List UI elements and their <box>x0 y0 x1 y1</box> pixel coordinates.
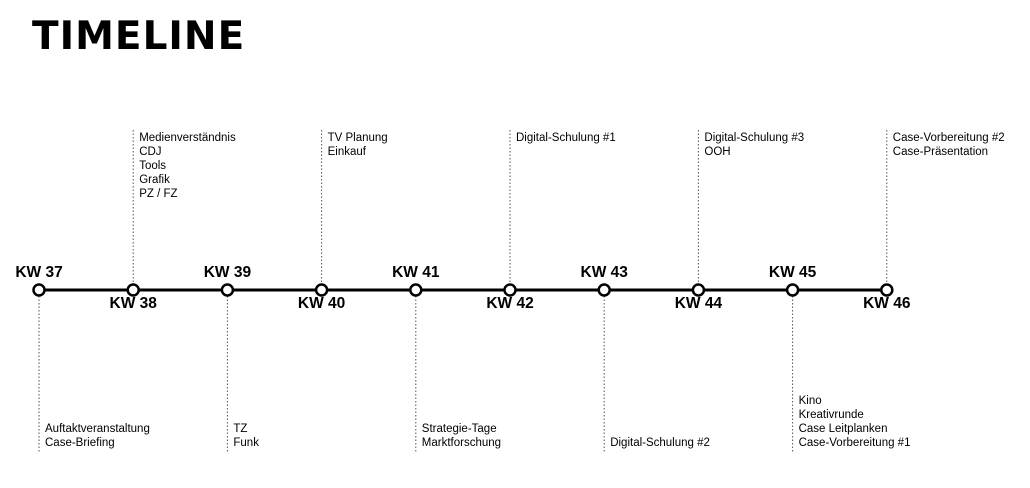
week-label: KW 45 <box>768 264 817 281</box>
note-item: PZ / FZ <box>139 188 178 200</box>
milestone-marker <box>597 283 611 297</box>
milestone-notes: Digital-Schulung #2 <box>610 436 710 450</box>
note-item: Funk <box>233 437 259 449</box>
milestone-marker <box>503 283 517 297</box>
week-label: KW 38 <box>109 295 157 312</box>
milestone-marker <box>220 283 235 297</box>
note-item: Case Leitplanken <box>798 423 888 435</box>
week-label: KW 46 <box>863 295 911 312</box>
note-item: TZ <box>233 423 248 435</box>
page-title: TIMELINE <box>32 14 246 59</box>
note-item: Case-Briefing <box>45 437 115 449</box>
note-item: CDJ <box>139 146 162 158</box>
note-item: Tools <box>139 160 167 172</box>
note-item: Digital-Schulung #3 <box>704 132 805 144</box>
milestone-notes: Digital-Schulung #1 <box>516 131 616 145</box>
milestone-marker <box>32 283 46 297</box>
milestone-notes: TZ Funk <box>233 422 259 450</box>
week-label: KW 40 <box>297 295 346 312</box>
note-item: Auftaktveranstaltung <box>45 423 150 435</box>
note-item: Digital-Schulung #1 <box>516 132 616 144</box>
week-label: KW 37 <box>15 264 63 281</box>
milestone-marker <box>880 283 894 297</box>
note-item: Einkauf <box>327 146 366 158</box>
note-item: Kino <box>798 395 822 407</box>
note-item: Digital-Schulung #2 <box>610 437 710 449</box>
week-label: KW 39 <box>203 264 252 281</box>
note-item: Case-Vorbereitung #2 <box>892 132 1005 144</box>
week-label: KW 42 <box>486 295 534 312</box>
week-label: KW 41 <box>392 264 440 281</box>
note-item: Strategie-Tage <box>421 423 497 435</box>
note-item: Marktforschung <box>421 437 502 449</box>
note-item: Case-Präsentation <box>892 146 989 158</box>
note-item: Kreativrunde <box>798 409 864 421</box>
note-item: TV Planung <box>327 132 388 144</box>
milestone-marker <box>409 283 423 297</box>
milestone-marker <box>691 283 706 297</box>
milestone-marker <box>785 283 800 297</box>
note-item: Case-Vorbereitung #1 <box>798 437 911 449</box>
note-item: Grafik <box>139 174 170 186</box>
note-item: OOH <box>704 146 731 158</box>
milestone-notes: Digital-Schulung #3 OOH <box>704 131 804 159</box>
milestone-notes: Case-Vorbereitung #2 Case-Präsentation <box>893 131 1005 159</box>
week-label: KW 44 <box>674 295 723 312</box>
week-label: KW 43 <box>580 264 628 281</box>
milestone-marker <box>314 283 329 297</box>
note-item: Medienverständnis <box>139 132 236 144</box>
milestone-marker <box>126 283 140 297</box>
